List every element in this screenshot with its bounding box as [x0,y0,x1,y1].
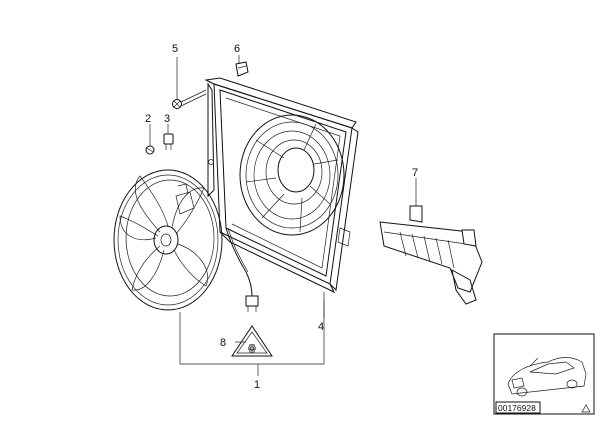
callout-numbers: 5 6 2 3 7 4 8 1 [145,43,418,391]
fan-shroud[interactable] [204,77,359,294]
screw-small[interactable] [145,145,155,155]
grommet[interactable] [163,133,174,150]
callout-2: 2 [145,113,151,125]
leader-lines [149,55,417,376]
callout-6: 6 [234,43,240,55]
warning-label-glyph: ꙮ [248,343,257,354]
thumbnail-code: 00176928 [498,403,536,413]
warning-label[interactable]: ꙮ [231,325,273,357]
clip-nut[interactable] [235,61,249,77]
callout-4: 4 [318,321,324,333]
callout-7: 7 [412,167,418,179]
fan-wheel-assembly[interactable] [113,169,259,312]
callout-1: 1 [254,379,260,391]
callout-8: 8 [220,337,226,349]
callout-3: 3 [164,113,170,125]
callout-5: 5 [172,43,178,55]
vehicle-thumbnail[interactable]: 00176928 [493,333,595,415]
series-resistor[interactable] [379,205,483,305]
screw[interactable] [172,89,207,109]
warning-triangle-icon [581,404,591,413]
